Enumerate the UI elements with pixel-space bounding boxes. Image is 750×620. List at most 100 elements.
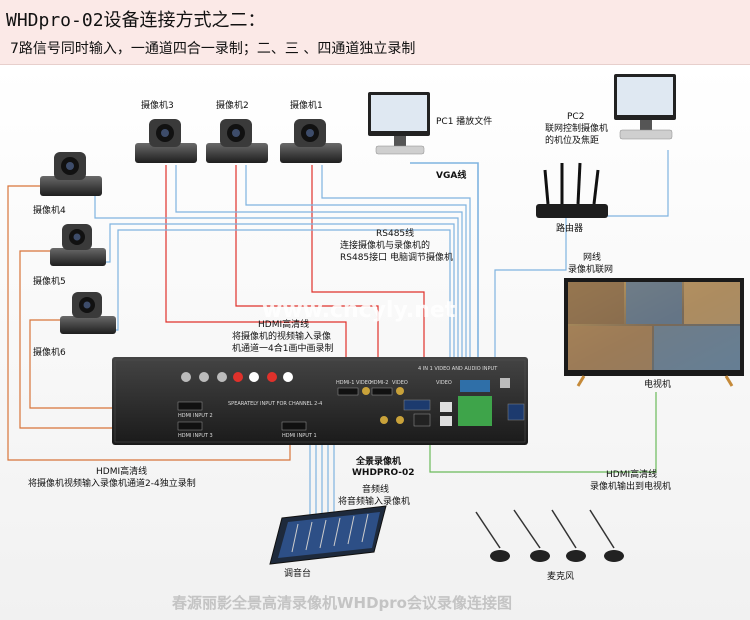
label-mixer: 调音台	[284, 567, 311, 579]
audio-terminal	[460, 380, 490, 392]
label-port-video3: VIDEO	[436, 380, 452, 386]
footer-caption: 春源丽影全景高清录像机WHDpro会议录像连接图	[172, 594, 512, 612]
microphone-icon	[475, 511, 501, 549]
label-input-2: HDMI INPUT 2	[178, 413, 213, 419]
vga-cable	[410, 162, 479, 378]
label-port-hdmi2: HDMI-2	[370, 380, 388, 386]
pc2-monitor	[614, 74, 676, 140]
hdmi-port-hdmi1	[337, 387, 359, 396]
label-camera-4: 摄像机4	[33, 204, 66, 216]
ethernet-port-icon	[413, 413, 431, 427]
hdmi-cable-cam1	[311, 165, 425, 380]
camera-2	[206, 119, 268, 163]
label-hdmi-main-title: HDMI高清线	[258, 318, 309, 330]
hdmi-port-1-ch	[281, 421, 307, 431]
label-hdmi-ch24-title: HDMI高清线	[96, 465, 147, 477]
tv	[564, 278, 744, 387]
keyboard-icon	[375, 145, 425, 155]
screen-icon	[371, 95, 427, 131]
label-hdmi-tv-title: HDMI高清线	[606, 468, 657, 480]
microphone-1	[475, 511, 510, 562]
label-hdmi-tv-line1: 录像机输出到电视机	[590, 480, 671, 492]
hdmi-cable-tv	[429, 392, 657, 473]
antenna-icon	[543, 169, 550, 205]
label-audio-line1: 将音频输入录像机	[338, 495, 410, 507]
fader-icon	[291, 523, 299, 553]
label-microphone: 麦克风	[547, 570, 574, 582]
hdmi-cable-cam2	[235, 165, 379, 380]
microphone-3	[551, 509, 586, 562]
connection-diagram: 摄像机3 摄像机2 摄像机1 摄像机4 摄像机5 摄像机6 PC1 播放文件 V…	[7, 74, 744, 612]
label-camera-1: 摄像机1	[290, 99, 323, 111]
label-input-3: HDMI INPUT 3	[178, 433, 213, 439]
label-camera-6: 摄像机6	[33, 346, 66, 358]
page-subtitle: 7路信号同时输入，一通道四合一录制；二、三 、四通道独立录制	[10, 41, 416, 57]
microphone-group	[475, 509, 624, 562]
router	[536, 162, 608, 218]
rs485-cable-cam5	[100, 223, 455, 378]
power-switch-icon	[500, 378, 510, 388]
network-cable-recorder	[494, 216, 567, 378]
label-channel-panel: SPEARATELY INPUT FOR CHANNEL 2-4	[228, 401, 322, 407]
camera-5	[50, 224, 106, 266]
microphone-4	[589, 509, 624, 562]
label-camera-3: 摄像机3	[141, 99, 174, 111]
label-hdmi-main-line2: 机通道一4合1画中画录制	[232, 342, 333, 354]
label-pc2-line2: 的机位及焦距	[545, 134, 599, 146]
keyboard-icon	[619, 129, 673, 140]
label-network-desc: 录像机联网	[568, 263, 613, 275]
page-title: WHDpro-02设备连接方式之二：	[6, 10, 266, 31]
label-input-1: HDMI INPUT 1	[282, 433, 317, 439]
camera-4	[40, 152, 102, 196]
label-pc2-line1: 联网控制摄像机	[545, 122, 608, 134]
label-rs485-line1: 连接摄像机与录像机的	[340, 239, 430, 251]
hdmi-cable-cam5	[19, 250, 178, 429]
label-recorder-line1: 全景录像机	[355, 455, 401, 467]
recorder: SPEARATELY INPUT FOR CHANNEL 2-4 HDMI IN…	[112, 357, 528, 445]
hdmi-cable-cam4	[7, 185, 291, 461]
hdmi-port-3	[177, 421, 203, 431]
audio-jack-icon	[181, 372, 191, 382]
label-hdmi-main-line1: 将摄像机的视频输入录像	[232, 330, 331, 342]
label-audio-title: 音频线	[362, 483, 389, 495]
camera-base	[135, 143, 197, 163]
camera-6	[60, 292, 116, 334]
diagram-area: 摄像机3 摄像机2 摄像机1 摄像机4 摄像机5 摄像机6 PC1 播放文件 V…	[0, 65, 750, 620]
camera-1	[280, 119, 342, 163]
hdmi-cable-cam3	[165, 165, 347, 380]
header-banner: WHDpro-02设备连接方式之二： 7路信号同时输入，一通道四合一录制；二、三…	[0, 0, 750, 65]
label-network-cable: 网线	[583, 251, 601, 263]
label-port-video2: VIDEO	[392, 380, 408, 386]
label-rs485-line2: RS485接口 电脑调节摄像机	[340, 251, 453, 263]
microphone-icon	[513, 509, 541, 549]
microphone-icon	[589, 509, 615, 549]
label-camera-2: 摄像机2	[216, 99, 249, 111]
label-4in1-panel: 4 IN 1 VIDEO AND AUDIO INPUT	[418, 366, 498, 372]
label-hdmi-ch24-line1: 将摄像机视频输入录像机通道2-4独立录制	[28, 477, 196, 489]
microphone-2	[513, 509, 550, 562]
label-rs485-title: RS485线	[376, 227, 414, 239]
vga-port	[403, 399, 431, 411]
rs485-cable-cam4	[94, 196, 459, 378]
rs485-terminal	[458, 396, 492, 426]
hdmi-port-2	[177, 401, 203, 411]
rs485-cable-cam1	[321, 165, 471, 378]
rs485-cable-cam2	[245, 165, 467, 378]
rs485-cable-cam3	[175, 165, 463, 378]
label-vga-cable: VGA线	[436, 169, 466, 181]
mixer	[269, 505, 387, 565]
label-port-hdmi1: HDMI-1	[336, 380, 354, 386]
screen-icon	[617, 77, 673, 115]
label-recorder-line2: WHDPRO-02	[352, 468, 415, 478]
label-tv: 电视机	[644, 378, 671, 390]
label-router: 路由器	[556, 222, 583, 234]
label-port-video1: VIDEO	[356, 380, 372, 386]
hdmi-port-hdmi2	[371, 387, 393, 396]
pc1-monitor	[368, 92, 430, 155]
label-camera-5: 摄像机5	[33, 275, 66, 287]
watermark: www.cncyly.net	[262, 298, 456, 323]
label-pc2-title: PC2	[567, 112, 584, 122]
camera-3	[135, 119, 197, 163]
label-pc1: PC1 播放文件	[436, 115, 492, 127]
usb-port-icon	[440, 402, 452, 412]
